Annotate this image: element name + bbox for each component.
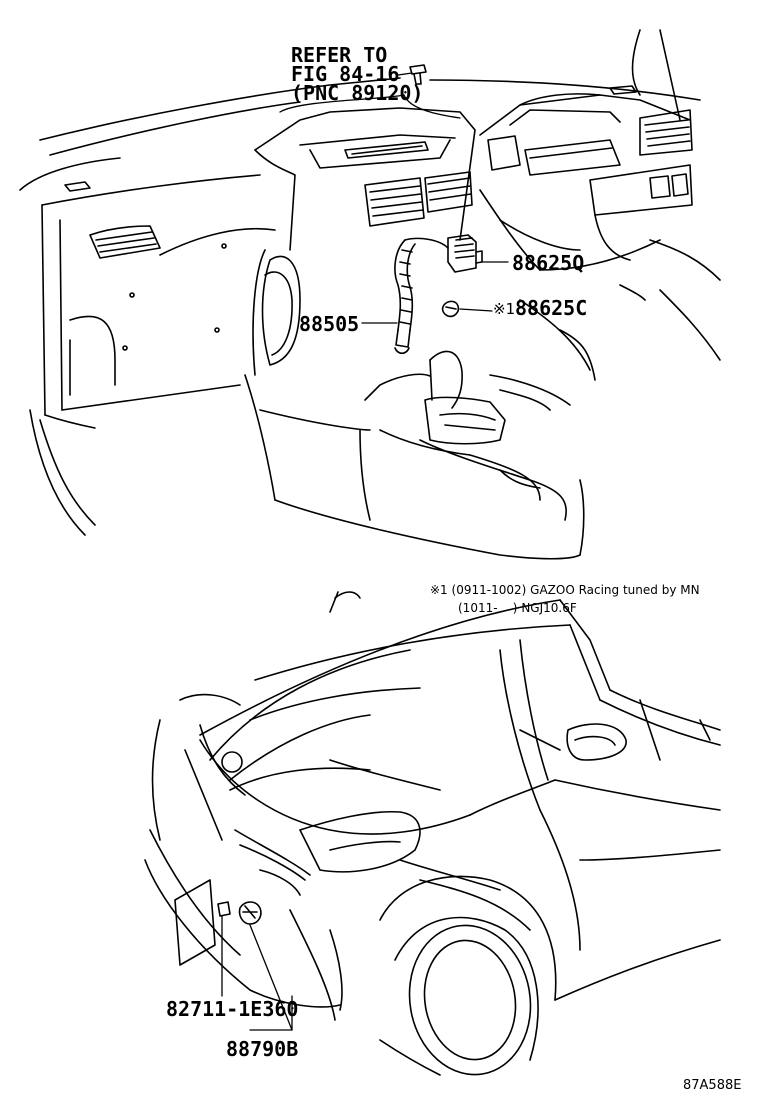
fog-lamp-parts <box>217 901 262 925</box>
screw-clip-icon <box>409 64 427 85</box>
refer-line-2: FIG 84-16 <box>291 62 400 86</box>
figure-id: 87A588E <box>683 1078 742 1093</box>
note-code-1: (0911-1002) <box>451 583 527 597</box>
note-line-1: ※1 (0911-1002) GAZOO Racing tuned by MN <box>430 583 700 597</box>
dashboard-illustration <box>19 29 721 560</box>
refer-line-3[interactable]: (PNC 89120) <box>291 81 424 105</box>
leader-lines-bottom <box>221 915 293 1031</box>
part-label-88625q[interactable]: 88625Q <box>512 251 585 275</box>
note-code-2: (1011- ) <box>458 601 518 615</box>
refer-line-1: REFER TO <box>291 43 388 67</box>
wire-harness-88505 <box>394 237 449 355</box>
note-text-1: GAZOO Racing tuned by MN <box>530 583 700 597</box>
part-label-82711-1e360[interactable]: 82711-1E360 <box>166 997 299 1021</box>
bulb-88625c <box>441 300 460 318</box>
car-front-illustration <box>144 591 721 1076</box>
part-label-88790b[interactable]: 88790B <box>226 1037 299 1061</box>
connector-88625q <box>447 234 483 273</box>
leader-lines-top <box>279 72 509 324</box>
note-line-2: (1011- ) NGJ10.6F <box>458 601 577 615</box>
footnote-mark-88625c: ※1 <box>493 300 516 318</box>
part-label-88505[interactable]: 88505 <box>299 312 360 336</box>
note-mark: ※1 <box>430 583 448 597</box>
note-text-2: NGJ10.6F <box>521 601 577 615</box>
part-label-88625c[interactable]: 88625C <box>515 296 588 320</box>
